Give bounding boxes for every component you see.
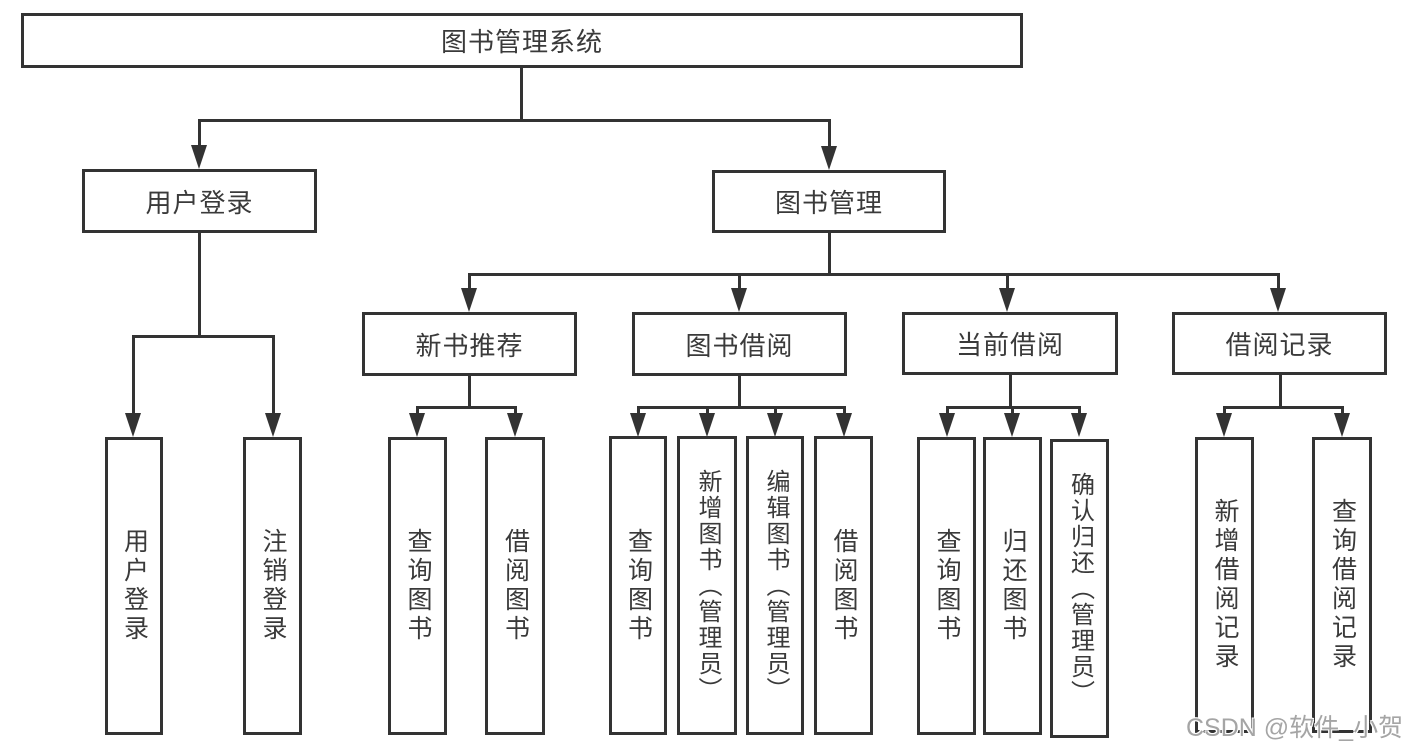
connector-leg [637,406,640,414]
node-root-label: 图书管理系统 [440,27,603,57]
connector-root-stem [520,68,523,119]
connector-stem [468,376,471,406]
connector-leg [946,406,949,414]
leaf-label: 确认归还（管理员） [1066,471,1094,706]
connector-leg [416,406,419,414]
connector-leg [1223,406,1226,414]
arrowhead-icon [999,288,1015,312]
connector-bar [637,406,846,409]
leaf-user-login: 用户登录 [105,437,163,735]
leaf-add-borrow-record: 新增借阅记录 [1195,437,1254,733]
connector-leg [468,273,471,289]
leaf-label: 查询图书 [404,528,432,644]
connector-leg [1341,406,1344,414]
leaf-label: 新增图书（管理员） [694,468,721,703]
connector-leg [843,406,846,414]
leaf-label: 借阅图书 [501,528,530,644]
arrowhead-icon [191,145,207,169]
leaf-label: 借阅图书 [830,527,858,644]
connector-bar [468,273,1280,276]
connector-leg [198,119,201,148]
connector-leg [1006,273,1009,289]
connector-stem [1279,375,1282,406]
connector-leg [1277,273,1280,289]
connector-leg [272,335,275,415]
leaf-label: 查询图书 [624,527,653,644]
connector-leg [706,406,709,414]
node-new-book-recommend: 新书推荐 [362,312,577,376]
leaf-edit-book-admin: 编辑图书（管理员） [746,436,804,735]
connector-stem [828,233,831,273]
node-book-borrowing: 图书借阅 [632,312,847,376]
arrowhead-icon [1071,413,1087,437]
leaf-label: 查询借阅记录 [1328,498,1357,672]
leaf-logout: 注销登录 [243,437,302,735]
node-book-management-label: 图书管理 [774,188,883,218]
leaf-borrow-books-recommend: 借阅图书 [485,437,545,735]
connector-leg [774,406,777,414]
arrowhead-icon [699,413,715,437]
connector-stem [198,233,201,335]
leaf-query-borrow-record: 查询借阅记录 [1312,437,1372,733]
leaf-label: 注销登录 [259,528,287,644]
leaf-label: 查询图书 [933,528,961,644]
leaf-add-book-admin: 新增图书（管理员） [677,436,737,735]
node-user-login: 用户登录 [82,169,317,233]
arrowhead-icon [125,413,141,437]
connector-root-bar [198,119,831,122]
arrowhead-icon [731,288,747,312]
connector-stem [1009,375,1012,406]
leaf-label: 新增借阅记录 [1211,498,1239,672]
csdn-watermark-text: CSDN @软件_小贺同学 [1186,714,1405,742]
arrowhead-icon [409,413,425,437]
arrowhead-icon [1004,413,1020,437]
node-root: 图书管理系统 [21,13,1023,68]
node-current-borrowing: 当前借阅 [902,312,1118,375]
connector-leg [828,119,831,149]
arrowhead-icon [1334,413,1350,437]
leaf-query-books-borrowing: 查询图书 [609,436,667,735]
connector-leg [1011,406,1014,414]
node-borrowing-records: 借阅记录 [1172,312,1387,375]
csdn-watermark: CSDN @软件_小贺同学 [1186,708,1405,744]
arrowhead-icon [630,413,646,437]
arrowhead-icon [939,413,955,437]
arrowhead-icon [265,413,281,437]
leaf-label: 用户登录 [120,528,149,644]
leaf-return-books: 归还图书 [983,437,1042,735]
connector-leg [1078,406,1081,414]
node-new-book-recommend-label: 新书推荐 [415,330,524,361]
leaf-label: 编辑图书（管理员） [762,468,789,703]
arrowhead-icon [461,288,477,312]
node-book-borrowing-label: 图书借阅 [685,330,794,361]
node-user-login-label: 用户登录 [145,187,254,218]
connector-leg [514,406,517,414]
connector-leg [132,335,135,415]
leaf-query-books-recommend: 查询图书 [388,437,447,735]
arrowhead-icon [1270,288,1286,312]
node-borrowing-records-label: 借阅记录 [1225,330,1334,360]
leaf-confirm-return-admin: 确认归还（管理员） [1050,439,1109,738]
connector-bar [416,406,517,409]
arrowhead-icon [767,413,783,437]
node-current-borrowing-label: 当前借阅 [955,330,1064,360]
arrowhead-icon [821,146,837,170]
leaf-label: 归还图书 [999,528,1027,644]
arrowhead-icon [507,413,523,437]
arrowhead-icon [836,413,852,437]
leaf-borrow-books: 借阅图书 [814,436,873,735]
connector-leg [738,273,741,289]
arrowhead-icon [1216,413,1232,437]
node-book-management: 图书管理 [712,170,946,233]
leaf-query-books-current: 查询图书 [917,437,976,735]
connector-stem [738,376,741,406]
connector-bar [132,335,274,338]
connector-bar [1223,406,1344,409]
